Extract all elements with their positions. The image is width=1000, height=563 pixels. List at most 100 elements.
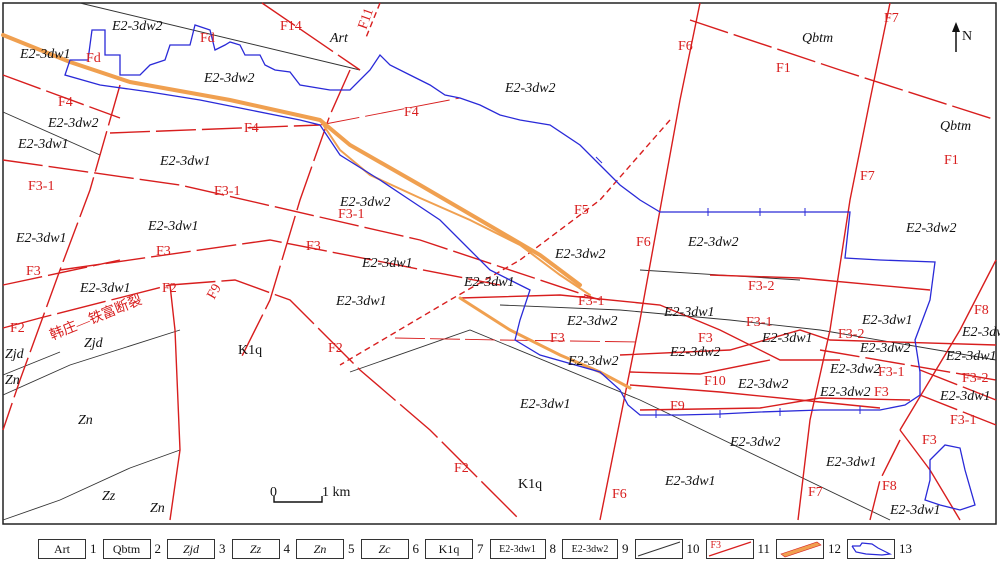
legend-swatch: Zn (296, 539, 344, 559)
legend-item: K1q 7 (425, 539, 484, 559)
fault-label: F3 (550, 331, 565, 346)
legend-swatch: Zz (231, 539, 280, 559)
legend-number: 2 (154, 541, 162, 556)
unit-label: E2-3dw1 (761, 331, 813, 346)
fault-label: F10 (704, 374, 726, 389)
fault-label: F3-1 (338, 207, 364, 222)
fault-label: F2 (162, 281, 177, 296)
legend-swatch: Zc (360, 539, 409, 559)
unit-label: Zn (5, 373, 20, 388)
fault-label: F2 (328, 341, 343, 356)
unit-label: E2-3dw1 (159, 154, 211, 169)
fault-label: F9 (670, 399, 685, 414)
north-arrow: N (952, 22, 972, 52)
boundary-ticks (595, 156, 861, 418)
unit-label: E2-3dw1 (463, 275, 515, 290)
legend-swatch: Zjd (167, 539, 215, 559)
unit-label: Qbtm (802, 31, 833, 46)
fault-label: F3-1 (746, 315, 772, 330)
unit-label: E2-3dw2 (203, 71, 255, 86)
fault-label: F7 (860, 169, 875, 184)
legend-swatch: E2-3dw1 (489, 539, 546, 559)
legend-item: Qbtm 2 (102, 539, 162, 559)
unit-label: E2-3dw2 (859, 341, 911, 356)
unit-label: E2-3dw1 (663, 305, 715, 320)
fault-label: F3-1 (28, 179, 54, 194)
legend-item: 13 (847, 539, 912, 559)
legend-swatch-label: E2-3dw1 (499, 543, 536, 555)
blue-boundary (64, 24, 976, 511)
fault-label: F4 (58, 95, 73, 110)
fault-label: F8 (974, 303, 989, 318)
legend-fault-label: F3 (710, 540, 722, 551)
unit-label: E2-3dw2 (687, 235, 739, 250)
fault-label: F6 (612, 487, 627, 502)
fault-label: F1 (776, 61, 791, 76)
fault-label: F3-1 (950, 413, 976, 428)
unit-label: Zn (150, 501, 165, 516)
fault-label: F9 (204, 282, 224, 302)
legend-swatch: K1q (425, 539, 473, 559)
unit-label: E2-3dw2 (554, 247, 606, 262)
fault-label: F3 (26, 264, 41, 279)
unit-label: E2-3dw2 (737, 377, 789, 392)
legend-item: 10 (634, 539, 700, 559)
unit-label: E2-3dw1 (17, 137, 69, 152)
fault-label: F3-2 (748, 279, 774, 294)
legend-number: 9 (622, 541, 629, 556)
legend-item: E2-3dw2 9 (562, 539, 629, 559)
contact-lines (2, 2, 997, 521)
legend-number: 5 (348, 541, 355, 556)
fault-label: F8 (882, 479, 897, 494)
scale-zero: 0 (270, 485, 277, 500)
fault-label: Fd (200, 31, 215, 46)
fault-label: F3 (306, 239, 321, 254)
map-frame (2, 2, 997, 525)
fault-label: F3-1 (578, 294, 604, 309)
unit-labels: E2-3dw2 E2-3dw1 Art E2-3dw2 E2-3dw2 Qbtm… (5, 19, 1000, 518)
fault-label: F2 (454, 461, 469, 476)
fault-label: F14 (280, 19, 302, 34)
fault-labels: F14 F11 Fd Fd F4 F4 F4 F6 F7 F1 F1 F7 F3… (10, 6, 989, 502)
legend-swatch-label: Qbtm (112, 541, 141, 556)
fault-label: F3-2 (838, 327, 864, 342)
orange-zones (1, 33, 632, 390)
legend-swatch-label: Zn (313, 541, 327, 556)
legend-number: 13 (899, 541, 913, 556)
legend-number: 3 (219, 541, 226, 556)
legend-swatch-boundary (847, 539, 896, 559)
fault-label: F6 (678, 39, 693, 54)
fault-label: F3-1 (214, 184, 240, 199)
legend-swatch-zone (776, 539, 825, 559)
unit-label: Zjd (5, 347, 25, 362)
unit-label: E2-3dw1 (519, 397, 571, 412)
scale-label: 1 km (322, 485, 351, 500)
unit-label: E2-3dw1 (335, 294, 387, 309)
unit-label: E2-3dw2 (729, 435, 781, 450)
legend-number: 12 (828, 541, 842, 556)
legend-swatch-label: Zc (378, 541, 391, 556)
fault-label: F3-2 (962, 371, 988, 386)
fault-label: F7 (884, 11, 899, 26)
unit-label: E2-3dw1 (147, 219, 199, 234)
scale-bar: 0 1 km (270, 485, 351, 503)
unit-label: E2-3dw2 (819, 385, 871, 400)
legend-item: Zz 4 (231, 539, 290, 559)
legend-number: 10 (686, 541, 700, 556)
legend-number: 1 (90, 541, 97, 556)
legend-swatch-label: Zjd (182, 541, 199, 556)
unit-label: E2-3dw1 (361, 256, 413, 271)
unit-label: E2-3dw2 (905, 221, 957, 236)
unit-label: E2-3dw2 (504, 81, 556, 96)
legend-swatch-label: K1q (438, 541, 460, 556)
legend-swatch: Qbtm (102, 539, 151, 559)
unit-label: E2-3dw2 (47, 116, 99, 131)
legend-number: 7 (477, 541, 484, 556)
fault-lines (2, 2, 997, 521)
fault-label: F3 (922, 433, 937, 448)
fault-label: F7 (808, 485, 823, 500)
legend-number: 6 (412, 541, 420, 556)
legend-number: 11 (757, 541, 771, 556)
legend-swatch-fault: F3 (705, 539, 754, 559)
